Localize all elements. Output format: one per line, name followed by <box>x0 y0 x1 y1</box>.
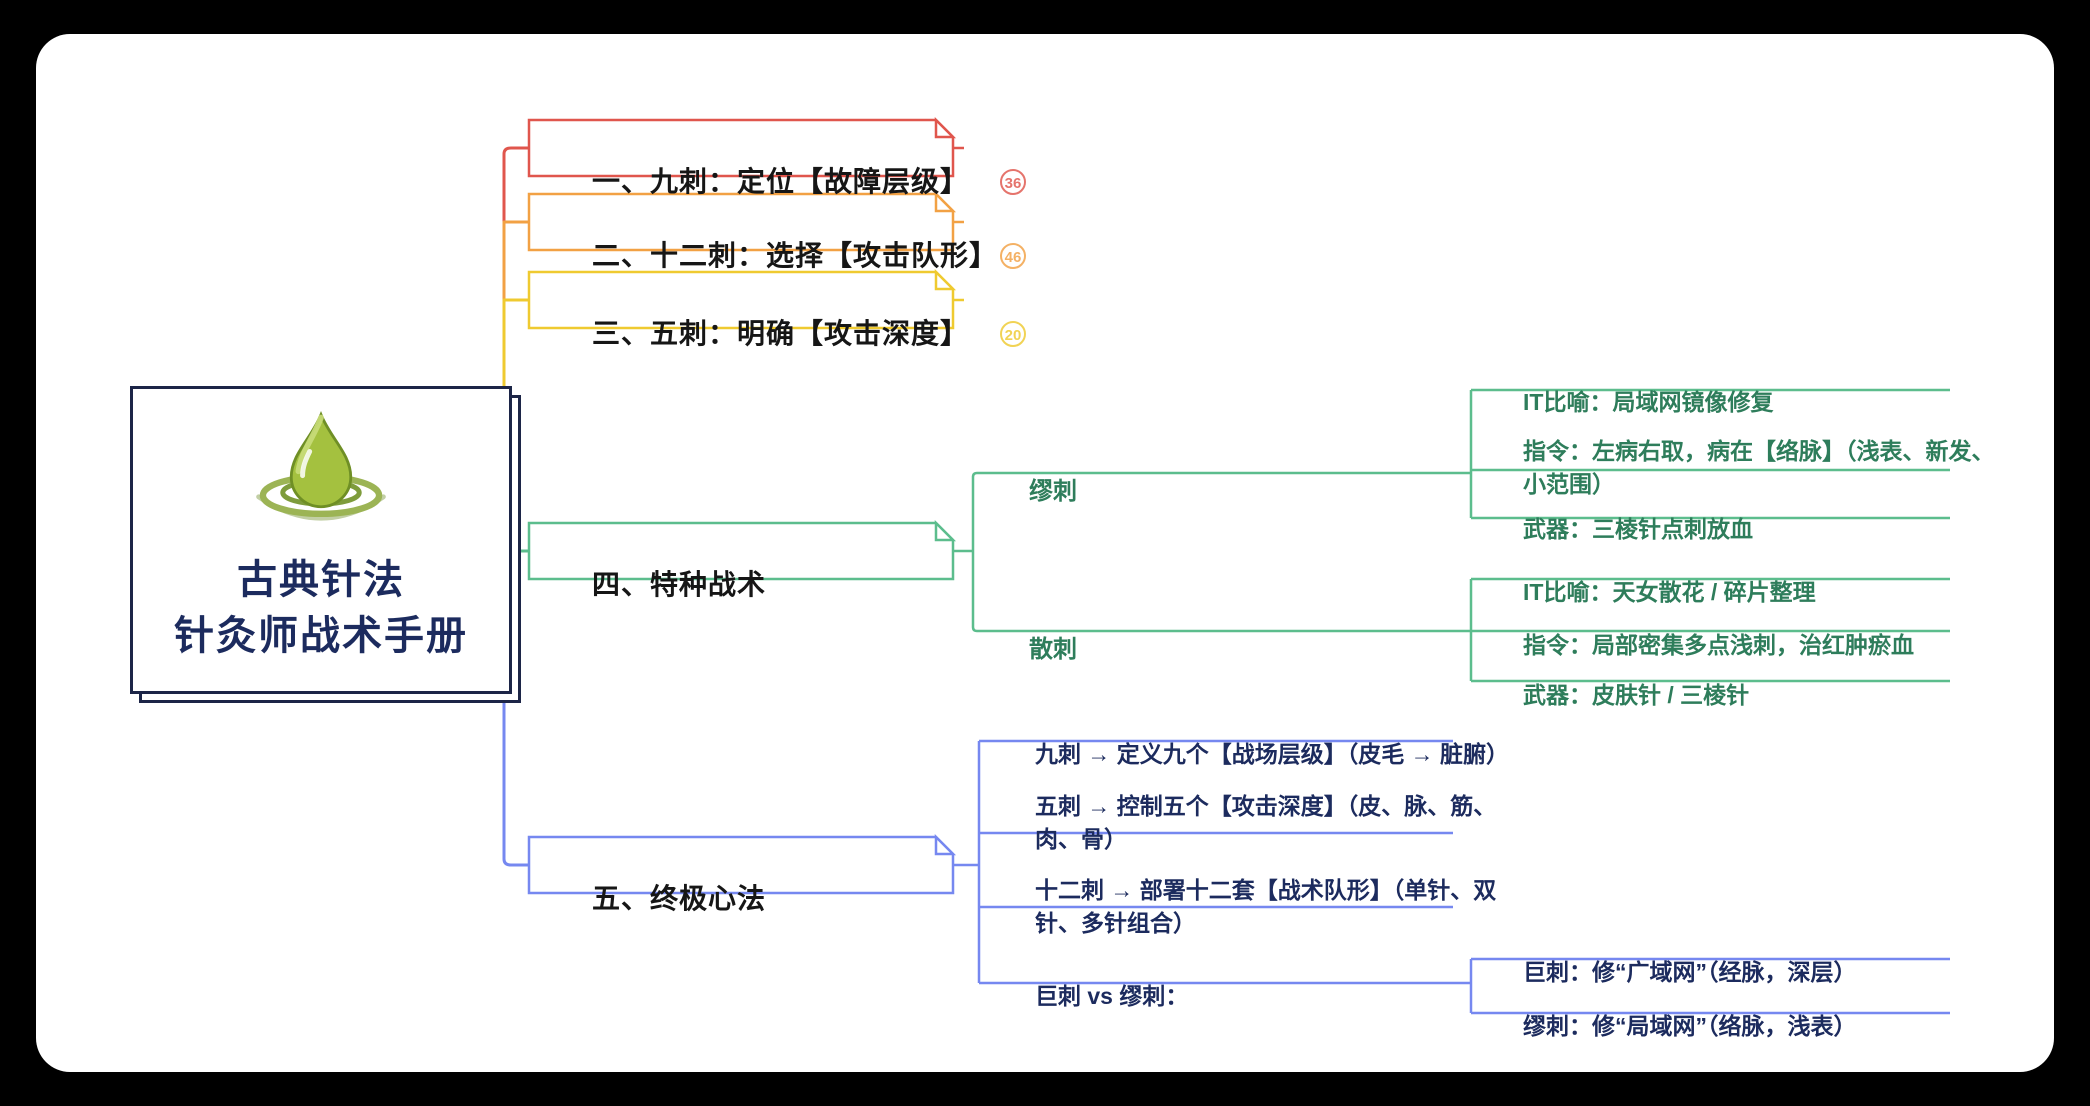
topic-miuci-command[interactable]: 指令：左病右取，病在【络脉】（浅表、新发、小范围） <box>1523 438 1995 497</box>
root-title-line2: 针灸师战术手册 <box>174 614 468 658</box>
topic-miuci-it-metaphor[interactable]: IT比喻：局域网镜像修复 <box>1523 389 1774 415</box>
topic-twelve-needles[interactable]: 二、十二刺：选择【攻击队形】 <box>592 240 999 271</box>
topic-nine-needles[interactable]: 一、九刺：定位【故障层级】 <box>592 166 970 197</box>
topic-special-tactics[interactable]: 四、特种战术 <box>592 569 767 600</box>
topic-juci-vs-miuci[interactable]: 巨刺 vs 缪刺： <box>1035 983 1189 1009</box>
collapse-badge-36[interactable]: 36 <box>1000 169 1026 195</box>
root-title-line1: 古典针法 <box>237 558 405 602</box>
topic-five-needles[interactable]: 三、五刺：明确【攻击深度】 <box>592 318 970 349</box>
topic-sanci[interactable]: 散刺 <box>1029 636 1077 663</box>
topic-ultimate-method[interactable]: 五、终极心法 <box>592 883 767 914</box>
water-drop-logo-icon <box>256 410 386 521</box>
collapse-badge-46[interactable]: 46 <box>1000 243 1026 269</box>
topic-sanci-command[interactable]: 指令：局部密集多点浅刺，治红肿瘀血 <box>1523 632 1914 658</box>
topic-sanci-it-metaphor[interactable]: IT比喻：天女散花 / 碎片整理 <box>1523 579 1816 605</box>
topic-nine-needles-summary[interactable]: 九刺 → 定义九个【战场层级】（皮毛 → 脏腑） <box>1035 741 1510 767</box>
topic-miuci-weapon[interactable]: 武器：三棱针点刺放血 <box>1523 516 1753 542</box>
topic-twelve-needles-summary[interactable]: 十二刺 → 部署十二套【战术队形】（单针、双针、多针组合） <box>1035 877 1497 936</box>
topic-juci-wan[interactable]: 巨刺：修“广域网”（经脉，深层） <box>1523 959 1857 985</box>
topic-miuci-lan[interactable]: 缪刺：修“局域网”（络脉，浅表） <box>1523 1013 1857 1039</box>
mindmap-canvas[interactable]: 古典针法 针灸师战术手册 一、九刺：定位【故障层级】 二、十二刺：选择【攻击队形… <box>36 34 2054 1072</box>
topic-sanci-weapon[interactable]: 武器：皮肤针 / 三棱针 <box>1523 682 1750 708</box>
topic-miuci[interactable]: 缪刺 <box>1029 478 1077 505</box>
topic-five-needles-summary[interactable]: 五刺 → 控制五个【攻击深度】（皮、脉、筋、肉、骨） <box>1035 793 1497 852</box>
root-topic[interactable]: 古典针法 针灸师战术手册 <box>130 386 512 694</box>
collapse-badge-20[interactable]: 20 <box>1000 321 1026 347</box>
